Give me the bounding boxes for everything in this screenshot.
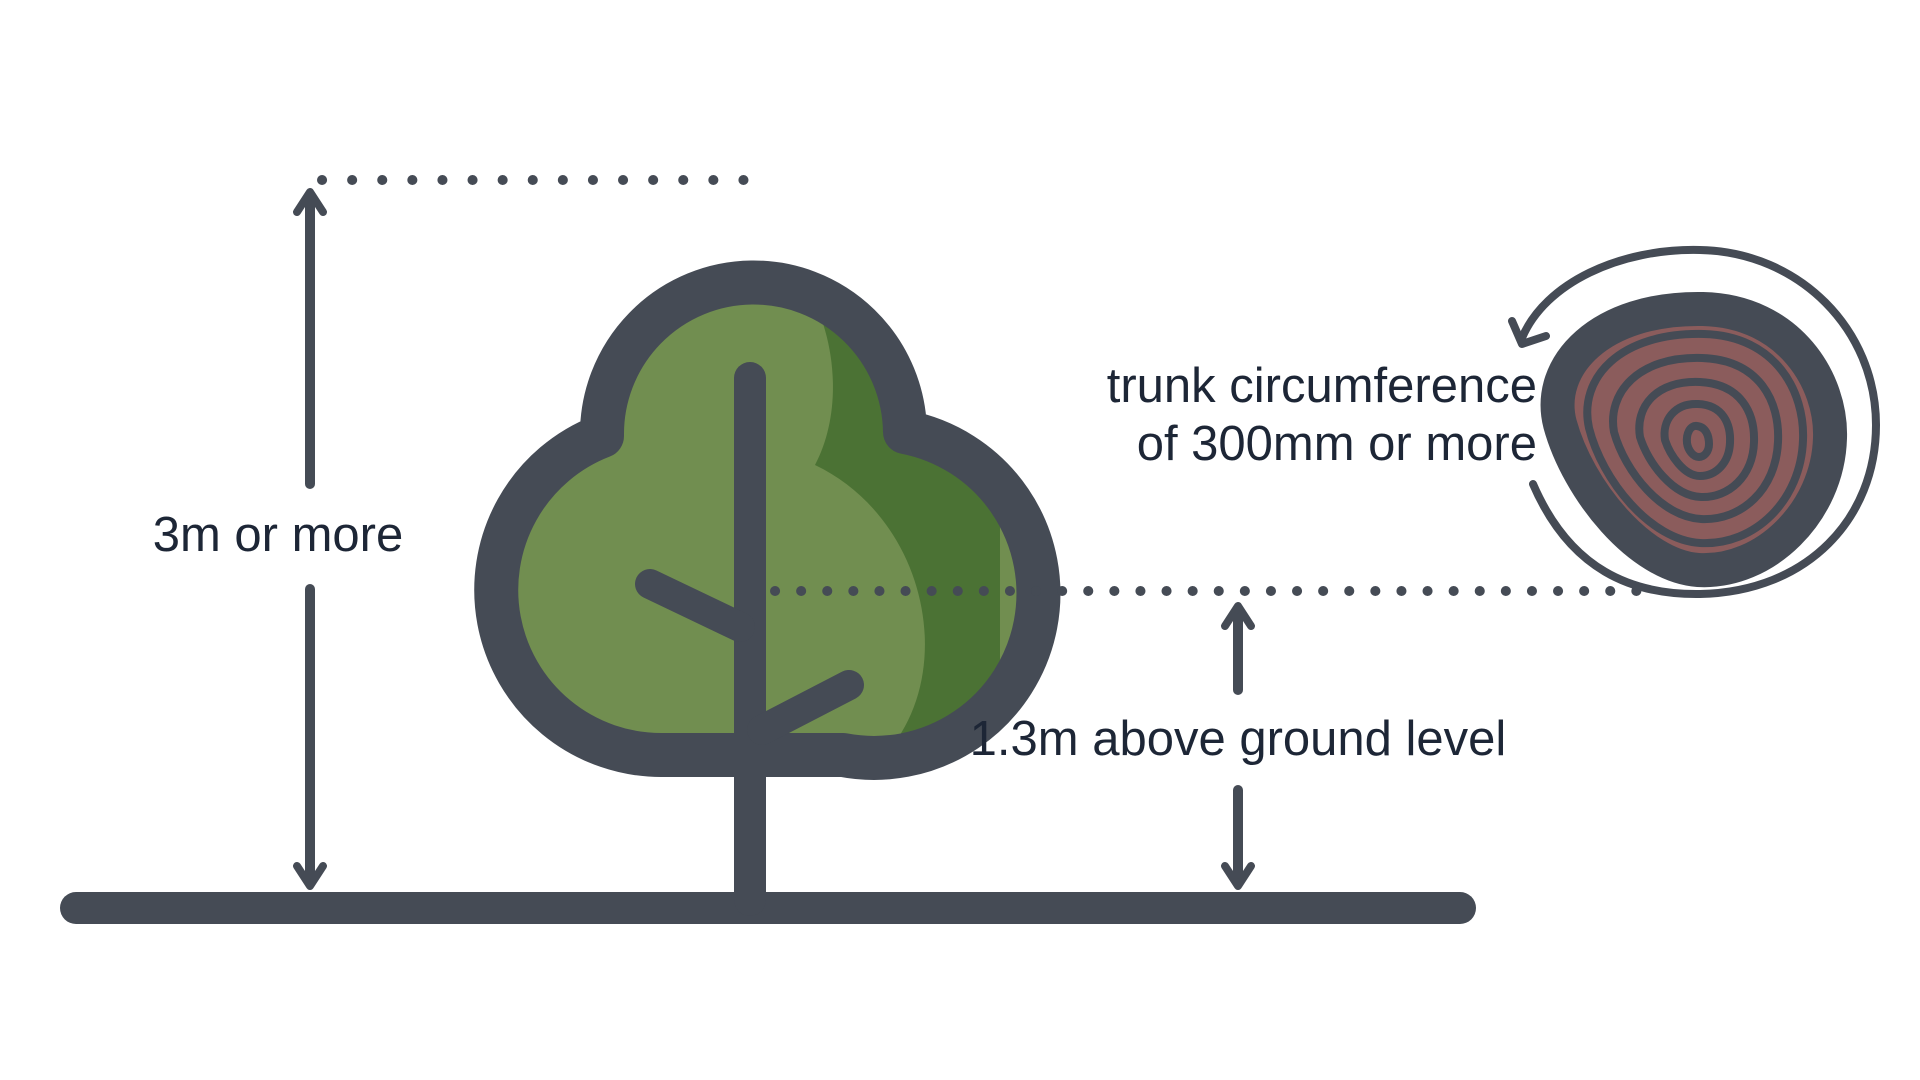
arrowhead-up-icon [1221, 602, 1255, 630]
arrowhead-down-icon [293, 862, 327, 890]
tree-branch-left [635, 569, 755, 642]
tree-foliage [496, 282, 1039, 758]
tree-rings [1583, 329, 1808, 548]
arrowhead-up-icon [293, 188, 327, 216]
circular-arrow-icon [1508, 245, 1881, 599]
arrowhead-icon [1508, 317, 1550, 348]
circumference-label-line2: of 300mm or more [1137, 417, 1537, 471]
tree-branch-right [747, 670, 864, 745]
tree-rings-icon [1540, 291, 1848, 588]
trunk-cross-section-outline [1540, 291, 1848, 588]
tree-icon [474, 260, 1061, 916]
measure-height-label: 1.3m above ground level [970, 712, 1507, 766]
arrowhead-down-icon [1221, 862, 1255, 890]
circumference-label-line1: trunk circumference [1107, 359, 1537, 413]
height-dimension: 3m or more [153, 175, 760, 890]
circular-arrow-path [1518, 245, 1881, 599]
tree-foliage-outline [474, 260, 1061, 780]
measurement-height-dimension: 1.3m above ground level [770, 586, 1667, 890]
height-label: 3m or more [153, 508, 404, 562]
